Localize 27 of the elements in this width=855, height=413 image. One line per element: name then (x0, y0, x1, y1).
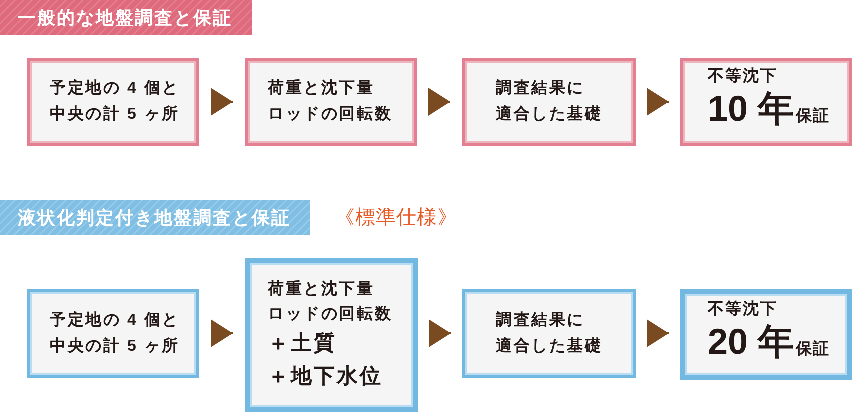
section-heading: 液状化判定付き地盤調査と保証 (18, 206, 291, 230)
section-band (0, 0, 252, 35)
section-heading: 一般的な地盤調査と保証 (18, 6, 232, 30)
box-text: 保証 (796, 339, 830, 360)
process-box (245, 258, 418, 412)
section-band (0, 200, 310, 235)
box-text: ＋地下水位 (268, 364, 383, 390)
process-box (680, 289, 852, 380)
process-box (27, 58, 199, 146)
process-box (462, 289, 636, 378)
box-heading: 不等沈下 (708, 67, 778, 87)
box-text: 荷重と沈下量 (268, 279, 375, 300)
process-box (462, 58, 636, 146)
process-box (680, 58, 852, 146)
box-text: 予定地の 4 個と中央の計 5 ヶ所 (50, 78, 181, 125)
guarantee-years: 10 年 (708, 89, 794, 129)
box-text: 保証 (796, 106, 830, 127)
box-text: ロッドの回転数 (268, 304, 393, 325)
box-text: ＋土質 (268, 331, 337, 357)
spec-note: 《標準仕様》 (335, 206, 458, 231)
box-text: 予定地の 4 個と中央の計 5 ヶ所 (50, 310, 181, 356)
process-box (27, 289, 199, 378)
box-heading: 不等沈下 (708, 300, 778, 320)
process-box (245, 58, 417, 146)
box-text: ロッドの回転数 (268, 104, 393, 125)
box-text: 荷重と沈下量 (268, 78, 375, 99)
guarantee-years: 20 年 (708, 322, 794, 362)
